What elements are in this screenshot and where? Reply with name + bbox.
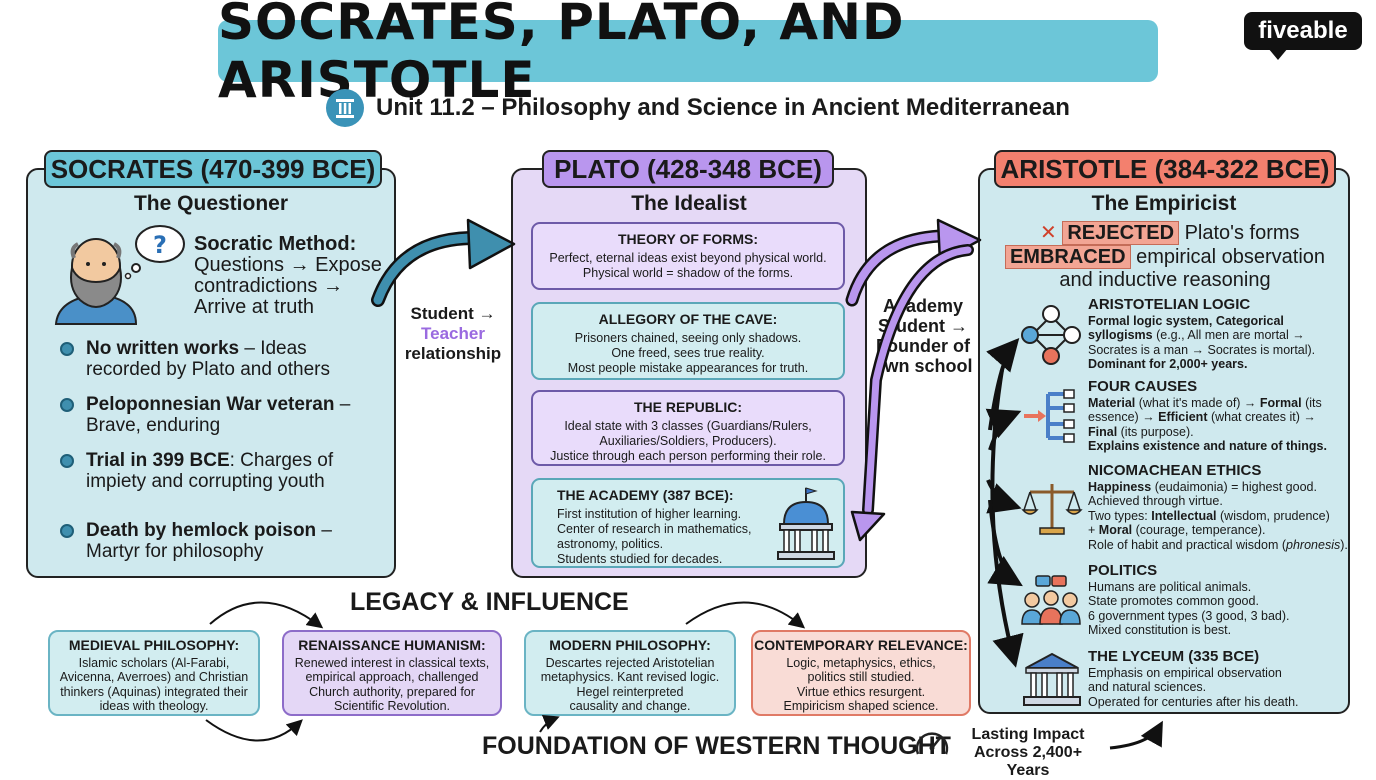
aristotle-lyceum: THE LYCEUM (335 BCE) Emphasis on empiric…	[1088, 648, 1299, 709]
socrates-bullet: Peloponnesian War veteran – Brave, endur…	[60, 394, 380, 436]
aristotle-header: ARISTOTLE (384-322 BCE)	[994, 150, 1336, 188]
bullet-dot-icon	[60, 342, 74, 356]
socrates-bullet: No written works – Ideas recorded by Pla…	[60, 338, 380, 380]
socratic-method-line: Questions → Expose	[194, 254, 382, 276]
legacy-loop-arrow	[539, 715, 560, 733]
aristotle-ethics: NICOMACHEAN ETHICS Happiness (eudaimonia…	[1088, 462, 1348, 552]
student-teacher-label: Student → Teacher relationship	[404, 304, 502, 363]
fiveable-logo: fiveable	[1244, 12, 1362, 50]
aristotle-four-causes: FOUR CAUSES Material (what it's made of)…	[1088, 378, 1327, 453]
socrates-bullet: Trial in 399 BCE: Charges of impiety and…	[60, 450, 380, 492]
socratic-method-line: contradictions →	[194, 275, 343, 297]
plato-header: PLATO (428-348 BCE)	[542, 150, 834, 188]
aristotle-rejected: ✕ REJECTED Plato's forms	[1040, 221, 1300, 245]
legacy-card-contemporary: CONTEMPORARY RELEVANCE: Logic, metaphysi…	[751, 630, 971, 716]
aristotle-logic: ARISTOTELIAN LOGIC Formal logic system, …	[1088, 296, 1316, 371]
cross-icon: ✕	[1040, 222, 1057, 244]
legacy-loop-arrow	[685, 601, 806, 629]
plato-card-forms: THEORY OF FORMS: Perfect, eternal ideas …	[531, 222, 845, 290]
plato-card-republic: THE REPUBLIC: Ideal state with 3 classes…	[531, 390, 845, 466]
legacy-card-medieval: MEDIEVAL PHILOSOPHY: Islamic scholars (A…	[48, 630, 260, 716]
people-icon	[1021, 575, 1081, 625]
lasting-arrow	[1109, 720, 1163, 750]
logic-network-icon	[1021, 305, 1081, 365]
socrates-header: SOCRATES (470-399 BCE)	[44, 150, 382, 188]
bullet-dot-icon	[60, 398, 74, 412]
four-causes-icon	[1024, 389, 1075, 443]
socrates-role: The Questioner	[133, 192, 289, 215]
socratic-method-title: Socratic Method:	[194, 233, 357, 255]
academy-student-label: Academy Student → Founder of own school	[873, 296, 973, 376]
socrates-bullet: Death by hemlock poison – Martyr for phi…	[60, 520, 380, 562]
page-subtitle: Unit 11.2 – Philosophy and Science in An…	[376, 94, 1070, 121]
scales-icon	[1021, 484, 1083, 535]
legacy-loop-arrow	[205, 719, 303, 742]
aristotle-embraced: EMBRACED empirical observation and induc…	[986, 245, 1344, 292]
socratic-method: Socratic Method: Questions → Expose cont…	[194, 234, 382, 318]
aristotle-politics: POLITICS Humans are political animals. S…	[1088, 562, 1290, 637]
lasting-impact-label: Lasting Impact Across 2,400+ Years	[971, 726, 1085, 779]
socrates-panel	[26, 168, 396, 578]
legacy-card-renaissance: RENAISSANCE HUMANISM: Renewed interest i…	[282, 630, 502, 716]
socratic-method-line: Arrive at truth	[194, 296, 315, 318]
bullet-dot-icon	[60, 524, 74, 538]
gauge-icon	[915, 732, 949, 755]
page-title: SOCRATES, PLATO, AND ARISTOTLE	[218, 0, 905, 109]
academy-building-icon	[777, 487, 835, 560]
legacy-title: LEGACY & INFLUENCE	[350, 588, 629, 616]
logo-tail	[1268, 48, 1288, 60]
legacy-card-modern: MODERN PHILOSOPHY: Descartes rejected Ar…	[524, 630, 736, 716]
title-banner: SOCRATES, PLATO, AND ARISTOTLE	[218, 0, 1158, 109]
lyceum-temple-icon	[1023, 652, 1081, 706]
thought-bubble-icon: ?	[153, 231, 167, 259]
socrates-portrait-icon: ?	[54, 225, 185, 325]
plato-role: The Idealist	[631, 192, 747, 215]
plato-card-cave: ALLEGORY OF THE CAVE: Prisoners chained,…	[531, 302, 845, 380]
subtitle-row: Unit 11.2 – Philosophy and Science in An…	[326, 88, 1070, 128]
foundation-label: FOUNDATION OF WESTERN THOUGHT	[482, 732, 951, 760]
bullet-dot-icon	[60, 454, 74, 468]
legacy-loop-arrow	[209, 601, 324, 629]
aristotle-academy-arrow	[862, 244, 974, 516]
pillar-icon	[326, 89, 364, 127]
aristotle-role: The Empiricist	[1091, 192, 1237, 215]
